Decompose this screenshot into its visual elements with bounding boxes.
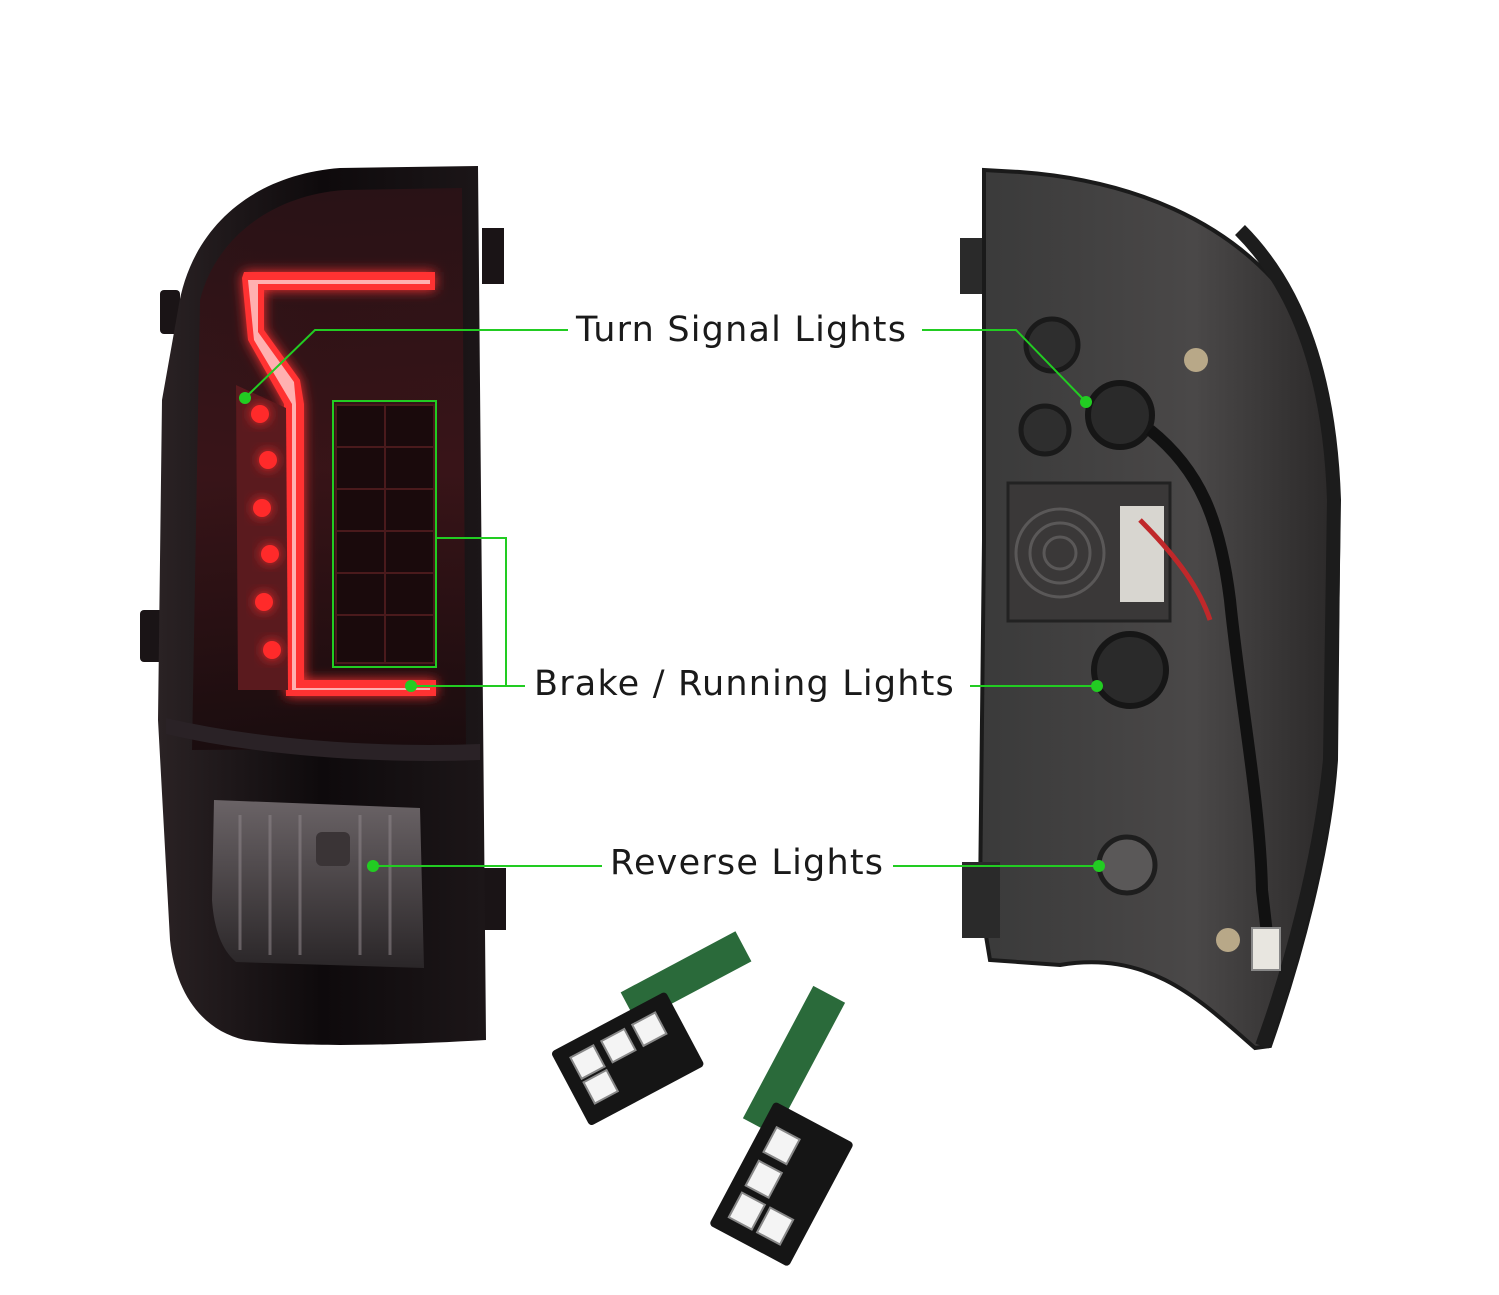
brake-grid-highlight [332, 400, 437, 668]
wire-harness [1146, 425, 1276, 961]
brake-socket [1091, 631, 1169, 709]
reverse-socket [1096, 834, 1158, 896]
tail-light-back-image [960, 167, 1342, 1051]
turn-signal-dot-right [1080, 396, 1092, 408]
wire-red [1138, 518, 1213, 621]
mount-tab [140, 610, 164, 662]
callout-lines [244, 329, 1099, 867]
back-mount-tab [962, 862, 1000, 938]
brake-dot-left [405, 680, 417, 692]
tail-light-front-image [140, 166, 506, 1045]
mount-tab [482, 228, 504, 284]
back-housing-rim [1235, 225, 1342, 1049]
turn-signal-leds [236, 385, 288, 690]
led-bulb-left [551, 931, 752, 1125]
brake-grid [335, 404, 435, 664]
turn-signal-line-left [244, 329, 568, 399]
reverse-lens-ribs [238, 815, 392, 955]
turn-signal-line-right [922, 329, 1087, 403]
led-light-bar-core [248, 280, 430, 690]
reverse-dot-left [367, 860, 379, 872]
turn-signal-dot-left [239, 392, 251, 404]
brake-dot-right [1091, 680, 1103, 692]
turn-socket [1085, 380, 1155, 450]
turn-signal-label: Turn Signal Lights [572, 313, 912, 348]
led-bulb-right [710, 985, 853, 1266]
back-mount-tab [960, 238, 982, 294]
side-socket [1023, 316, 1081, 374]
mount-tab [482, 868, 506, 930]
reverse-bulb-socket [316, 832, 350, 866]
brake-bracket [436, 537, 525, 687]
lower-lens-divider [166, 718, 480, 761]
brake-running-label: Brake / Running Lights [530, 667, 959, 702]
mount-tab [160, 290, 180, 334]
fan-vent [1014, 507, 1106, 599]
callout-dots [239, 392, 1105, 872]
reverse-label: Reverse Lights [606, 846, 889, 881]
side-socket [1018, 403, 1072, 457]
t15-led-bulb-image [551, 931, 853, 1266]
reverse-lens [212, 800, 424, 968]
reverse-dot-right [1093, 860, 1105, 872]
connector-plug [1251, 927, 1281, 971]
bolt [1216, 928, 1240, 952]
bolt [1184, 348, 1208, 372]
